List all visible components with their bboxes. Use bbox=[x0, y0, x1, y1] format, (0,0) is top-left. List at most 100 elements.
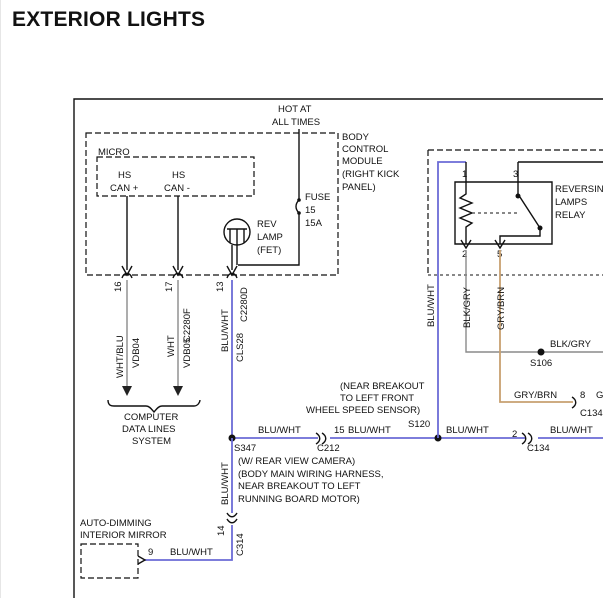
pin-14-label: 14 bbox=[216, 525, 227, 536]
page-title: EXTERIOR LIGHTS bbox=[12, 8, 206, 31]
splice-s347-label: S347 bbox=[234, 443, 256, 454]
relay-switch-pivot bbox=[515, 193, 521, 199]
splice-s106-dot bbox=[537, 348, 545, 356]
data-lines-brace bbox=[107, 399, 201, 413]
pin-9-label: 9 bbox=[148, 547, 153, 558]
partial-g-label: G bbox=[596, 390, 603, 401]
bcm-connector-arrows bbox=[121, 265, 238, 277]
wire-blu-wht-right-label: BLU/WHT bbox=[550, 425, 593, 436]
data-lines-arrows bbox=[122, 386, 183, 396]
connector-c134-right-symbol bbox=[571, 396, 577, 409]
circuit-cls28-label: CLS28 bbox=[235, 333, 246, 362]
pin-8-label: 8 bbox=[580, 390, 585, 401]
wire-blu-wht-mirror-label: BLU/WHT bbox=[170, 547, 213, 558]
fet-internals bbox=[227, 228, 247, 265]
relay-inner-box bbox=[454, 181, 553, 245]
bcm-label-3: MODULE bbox=[342, 156, 383, 167]
relay-feed-wire bbox=[437, 161, 466, 438]
connector-c134-right-label: C134 bbox=[580, 408, 603, 419]
wire-blu-wht-s347-c212-label: BLU/WHT bbox=[258, 425, 301, 436]
can-bus-wires bbox=[126, 280, 179, 392]
connector-c134-label: C134 bbox=[527, 443, 550, 454]
s120-note-3: WHEEL SPEED SENSOR) bbox=[306, 405, 420, 416]
wire-gry-brn-horizontal-label: GRY/BRN bbox=[514, 390, 557, 401]
mirror-feed-wire bbox=[145, 438, 233, 561]
gry-brn-wire bbox=[499, 250, 573, 403]
s120-note-2: TO LEFT FRONT bbox=[340, 393, 414, 404]
pin-17-label: 17 bbox=[164, 281, 175, 292]
rev-lamp-label-2: LAMP bbox=[257, 232, 283, 243]
wire-blk-gry-label: BLK/GRY bbox=[462, 286, 473, 328]
micro-box bbox=[96, 156, 255, 197]
connector-c2280f-label: C2280F bbox=[182, 308, 193, 342]
wire-blu-wht-s120-c134-label: BLU/WHT bbox=[446, 425, 489, 436]
s347-note-2: (BODY MAIN WIRING HARNESS, bbox=[238, 469, 384, 480]
connector-c134-symbol bbox=[521, 432, 533, 445]
wire-blk-gry-horizontal-label: BLK/GRY bbox=[550, 339, 592, 350]
bcm-connector-cups bbox=[121, 272, 238, 279]
hs-can-minus-label-2: CAN - bbox=[164, 183, 190, 194]
bcm-box bbox=[85, 132, 339, 276]
page-left-edge bbox=[0, 0, 1, 598]
relay-switch-arm bbox=[517, 182, 541, 229]
relay-label-2: LAMPS bbox=[555, 197, 587, 208]
hs-can-minus-label-1: HS bbox=[172, 170, 185, 181]
auto-dimming-mirror-box bbox=[80, 543, 139, 579]
splice-s106-label: S106 bbox=[530, 358, 552, 369]
hot-label-1: HOT AT bbox=[278, 104, 312, 115]
hs-can-plus-label-1: HS bbox=[118, 170, 131, 181]
wire-blu-wht-s120-up-label: BLU/WHT bbox=[426, 284, 437, 327]
bcm-label-4: (RIGHT KICK bbox=[342, 169, 400, 180]
bcm-label-2: CONTROL bbox=[342, 144, 388, 155]
mirror-label-2: INTERIOR MIRROR bbox=[80, 530, 167, 541]
s120-note-1: (NEAR BREAKOUT bbox=[340, 381, 425, 392]
mirror-label-1: AUTO-DIMMING bbox=[80, 518, 152, 529]
fuse-to-fet-wire bbox=[238, 213, 300, 266]
computer-data-lines-label-3: SYSTEM bbox=[132, 436, 171, 447]
connector-c212-symbol bbox=[315, 432, 327, 445]
fuse-label-3: 15A bbox=[305, 218, 323, 229]
connector-c2280d-label: C2280D bbox=[239, 287, 250, 322]
relay-coil-symbol bbox=[458, 182, 474, 244]
can-internal-wires bbox=[126, 196, 179, 270]
computer-data-lines-label-1: COMPUTER bbox=[124, 412, 179, 423]
s347-note-4: RUNNING BOARD MOTOR) bbox=[238, 494, 360, 505]
fuse-label-1: FUSE bbox=[305, 192, 330, 203]
connector-c314-symbol bbox=[226, 512, 238, 524]
wire-blu-wht-c212-s120-label: BLU/WHT bbox=[348, 425, 391, 436]
connector-c212-label: C212 bbox=[317, 443, 340, 454]
wire-blu-wht-vertical-label: BLU/WHT bbox=[220, 462, 231, 505]
pin-2-c134-label: 2 bbox=[512, 429, 517, 440]
rev-lamp-label-3: (FET) bbox=[257, 245, 281, 256]
blk-gry-wire bbox=[465, 250, 603, 353]
rev-lamp-label-1: REV bbox=[257, 219, 277, 230]
relay-input-wires bbox=[465, 161, 603, 182]
connector-c314-label: C314 bbox=[235, 533, 246, 556]
relay-pin-1-label: 1 bbox=[462, 169, 467, 180]
relay-outer-box bbox=[427, 149, 603, 275]
mirror-pin-arrow bbox=[137, 555, 147, 565]
hs-can-plus-label-2: CAN + bbox=[110, 183, 139, 194]
relay-contact-wire bbox=[499, 228, 541, 244]
wire-wht-label: WHT bbox=[166, 335, 177, 357]
diagram-frame bbox=[73, 98, 603, 598]
bcm-label-5: PANEL) bbox=[342, 182, 376, 193]
splice-s120-label: S120 bbox=[408, 419, 430, 430]
relay-pin-3-label: 3 bbox=[513, 169, 518, 180]
wire-blu-wht-bcm-label: BLU/WHT bbox=[220, 309, 231, 352]
computer-data-lines-label-2: DATA LINES bbox=[122, 424, 176, 435]
relay-pin-2-label: 2 bbox=[462, 249, 467, 260]
fuse-symbol bbox=[295, 199, 300, 214]
bcm-label-1: BODY bbox=[342, 132, 370, 143]
circuit-vdb04-label: VDB04 bbox=[131, 338, 142, 368]
s347-note-3: NEAR BREAKOUT TO LEFT bbox=[238, 481, 361, 492]
hot-label-2: ALL TIMES bbox=[272, 117, 320, 128]
pin-15-label: 15 bbox=[334, 425, 345, 436]
wire-wht-blu-label: WHT/BLU bbox=[115, 335, 126, 378]
pin-13-label: 13 bbox=[215, 281, 226, 292]
s347-note-1: (W/ REAR VIEW CAMERA) bbox=[238, 456, 355, 467]
fuse-terminal-top bbox=[297, 198, 301, 202]
relay-label-1: REVERSIN bbox=[555, 184, 603, 195]
micro-label: MICRO bbox=[98, 147, 130, 158]
